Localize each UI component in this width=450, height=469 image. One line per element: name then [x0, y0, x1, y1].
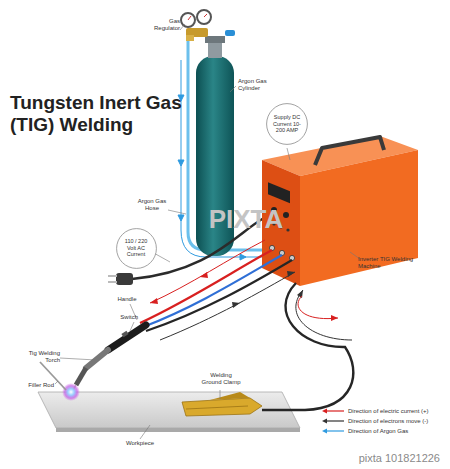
current-direction-arrows	[150, 240, 295, 340]
part-label: Tig Welding Torch	[26, 350, 60, 364]
callout-circle: Supply DC Current 10-200 AMP	[266, 103, 308, 145]
part-label: Filler Rod	[18, 382, 54, 389]
diagram-title: Tungsten Inert Gas (TIG) Welding	[10, 92, 195, 136]
part-label: Switch	[108, 314, 138, 321]
watermark: PIXTA	[196, 204, 296, 235]
part-label: Welding Ground Clamp	[200, 372, 242, 386]
tig-welding-torch	[62, 325, 146, 401]
part-label: Argon Gas Hose	[136, 198, 168, 212]
legend-text: Direction of electrons move (-)	[348, 418, 428, 424]
gas-regulator	[181, 10, 211, 41]
part-label: Inverter TIG Welding Machine	[358, 256, 414, 270]
part-label: Handle	[112, 296, 142, 303]
ground-direction-arrows	[296, 290, 352, 340]
circle-shape	[267, 104, 308, 145]
part-label: Workpiece	[120, 440, 160, 447]
legend-row: Direction of electric current (+)	[322, 408, 429, 414]
callout-text: Supply DC Current 10-200 AMP	[272, 114, 302, 134]
ground-clamp	[182, 392, 262, 416]
circle-shape	[116, 228, 156, 268]
legend-arrow-swatch	[322, 428, 344, 434]
image-id: pixta 101821226	[300, 452, 440, 465]
legend-text: Direction of electric current (+)	[348, 408, 429, 414]
part-label: Gas Regulator	[150, 18, 180, 32]
power-plug	[108, 273, 133, 285]
part-label: Argon Gas Cylinder	[238, 78, 278, 92]
legend-row: Direction of Argon Gas	[322, 428, 408, 434]
legend-text: Direction of Argon Gas	[348, 428, 408, 434]
leader-lines	[55, 24, 360, 439]
ground-cable	[262, 283, 353, 410]
legend-row: Direction of electrons move (-)	[322, 418, 428, 424]
callout-text: 110 / 220 Volt AC Current	[122, 238, 150, 258]
legend-arrow-swatch	[322, 408, 344, 414]
torch-cables	[140, 250, 292, 331]
callout-circle: 110 / 220 Volt AC Current	[116, 228, 157, 269]
legend-arrow-swatch	[322, 418, 344, 424]
